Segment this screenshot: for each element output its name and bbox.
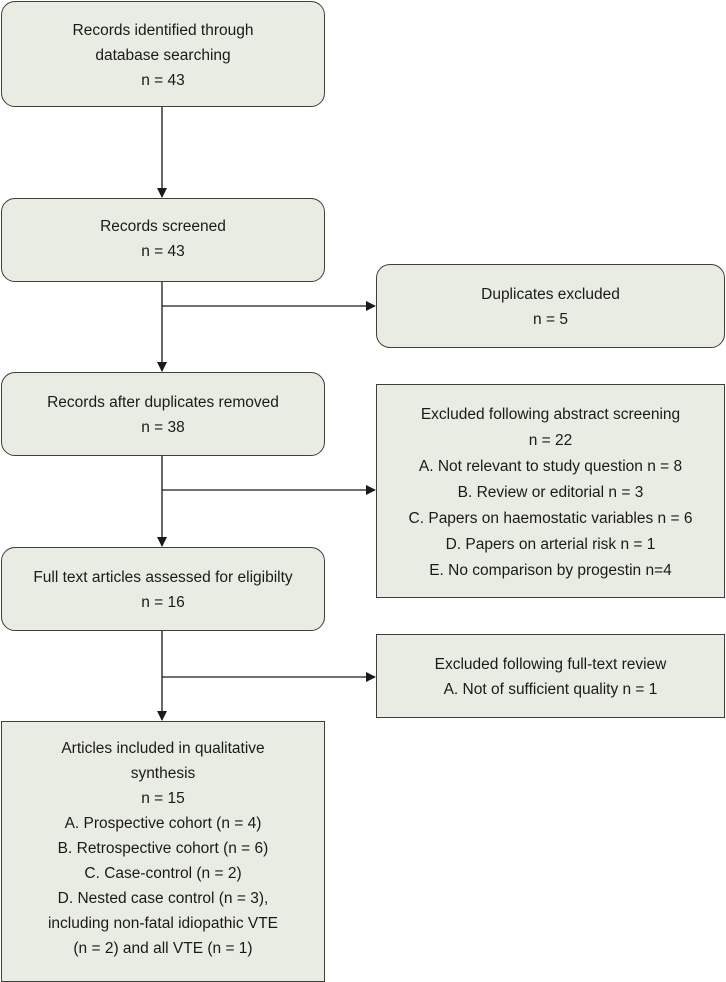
- identified-title-line2: database searching: [95, 47, 231, 64]
- included-item-d-cont2: (n = 2) and all VTE (n = 1): [73, 940, 253, 957]
- duplicates-excluded-title: Duplicates excluded: [481, 286, 620, 303]
- records-identified-box: Records identified through database sear…: [1, 1, 325, 107]
- excluded-abstract-box: Excluded following abstract screening n …: [376, 384, 725, 598]
- included-title-line2: synthesis: [130, 765, 196, 782]
- records-after-duplicates-box: Records after duplicates removed n = 38: [1, 372, 325, 456]
- included-item-d-cont1: including non-fatal idiopathic VTE: [47, 915, 279, 932]
- articles-included-box: Articles included in qualitative synthes…: [1, 721, 325, 982]
- included-item-a: A. Prospective cohort (n = 4): [64, 815, 262, 832]
- fulltext-assessed-count: n = 16: [141, 594, 185, 611]
- after-duplicates-count: n = 38: [141, 419, 185, 436]
- included-item-d: D. Nested case control (n = 3),: [57, 890, 269, 907]
- fulltext-assessed-box: Full text articles assessed for eligibil…: [1, 547, 325, 631]
- records-screened-box: Records screened n = 43: [1, 198, 325, 282]
- included-item-b: B. Retrospective cohort (n = 6): [57, 840, 269, 857]
- identified-title-line1: Records identified through: [72, 22, 254, 39]
- excluded-abstract-title: Excluded following abstract screening: [420, 406, 681, 423]
- duplicates-excluded-box: Duplicates excluded n = 5: [376, 264, 725, 348]
- excluded-abstract-item-a: A. Not relevant to study question n = 8: [418, 458, 683, 475]
- excluded-abstract-item-e: E. No comparison by progestin n=4: [429, 562, 672, 579]
- excluded-abstract-item-b: B. Review or editorial n = 3: [457, 484, 644, 501]
- included-count: n = 15: [141, 790, 185, 807]
- excluded-abstract-count: n = 22: [528, 432, 573, 449]
- duplicates-excluded-count: n = 5: [533, 311, 568, 328]
- after-duplicates-title: Records after duplicates removed: [47, 394, 279, 411]
- identified-count: n = 43: [141, 72, 185, 89]
- screened-title: Records screened: [100, 218, 226, 235]
- excluded-abstract-item-c: C. Papers on haemostatic variables n = 6: [408, 510, 693, 527]
- included-title-line1: Articles included in qualitative: [61, 740, 265, 757]
- screened-count: n = 43: [141, 243, 185, 260]
- excluded-fulltext-title: Excluded following full-text review: [434, 656, 667, 673]
- included-item-c: C. Case-control (n = 2): [84, 865, 242, 882]
- excluded-fulltext-item-a: A. Not of sufficient quality n = 1: [443, 681, 658, 698]
- excluded-abstract-item-d: D. Papers on arterial risk n = 1: [445, 536, 656, 553]
- excluded-fulltext-box: Excluded following full-text review A. N…: [376, 634, 725, 718]
- fulltext-assessed-title: Full text articles assessed for eligibil…: [33, 569, 293, 586]
